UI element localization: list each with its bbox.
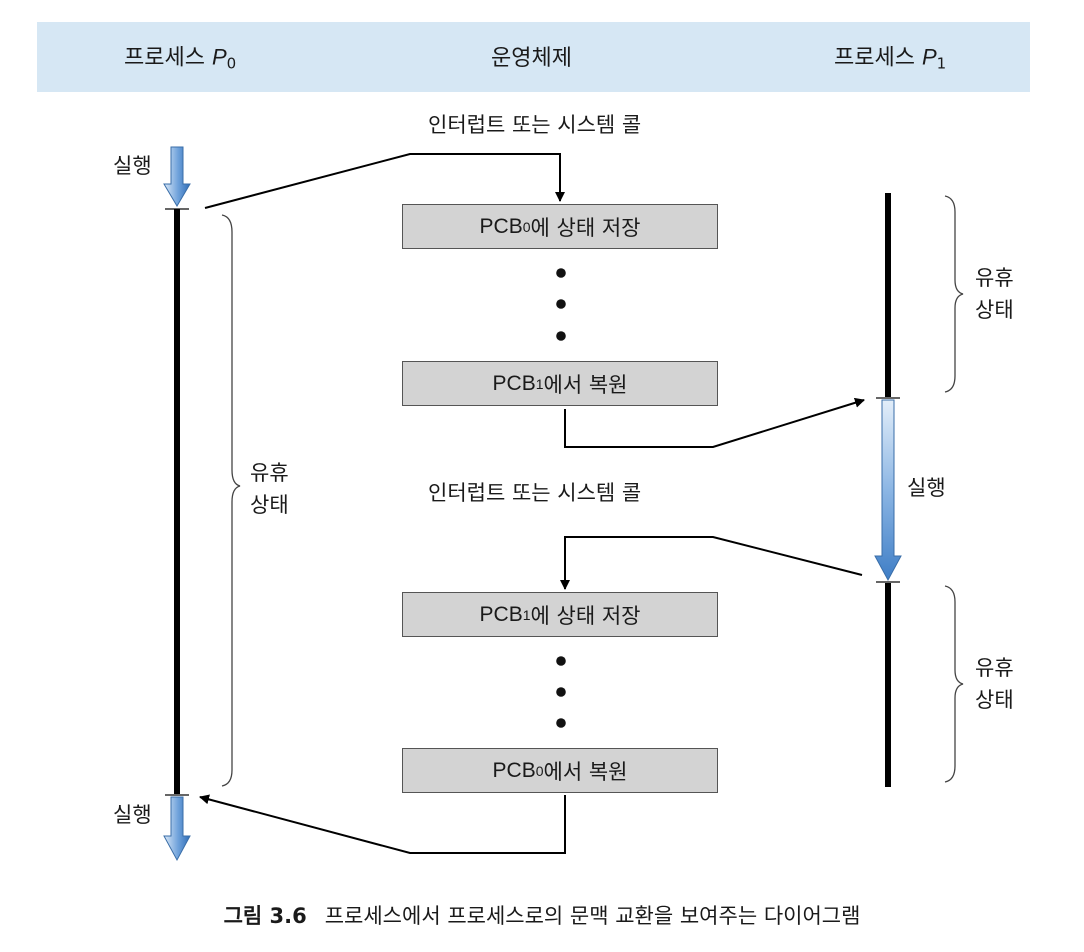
header-process-p0: 프로세스 P0: [124, 44, 237, 73]
figure-caption-text: 프로세스에서 프로세스로의 문맥 교환을 보여주는 다이어그램: [324, 904, 861, 928]
figure-caption: 그림 3.6 프로세스에서 프로세스로의 문맥 교환을 보여주는 다이어그램: [0, 900, 1084, 930]
label-p1-exec: 실행: [907, 476, 946, 500]
header-operating-system: 운영체제: [491, 46, 572, 71]
interrupt-flow-arrow-mid: [560, 536, 863, 590]
p0-exec-arrow-top: [163, 146, 191, 207]
interrupt-flow-arrow-top: [204, 153, 565, 209]
ellipsis-dot: [556, 718, 566, 728]
dispatch-p0-flow-arrow: [199, 794, 566, 854]
p1-exec-arrow: [874, 399, 902, 582]
p0-exec-arrow-bottom: [163, 796, 191, 862]
dispatch-p1-flow-arrow: [564, 397, 865, 448]
label-p0-exec-bottom: 실행: [113, 803, 152, 827]
header-process-p1: 프로세스 P1: [834, 44, 947, 73]
label-interrupt-or-syscall-top: 인터럽트 또는 시스템 콜: [428, 113, 642, 137]
p0-idle-brace: [221, 214, 241, 787]
ellipsis-dot: [556, 656, 566, 666]
ellipsis-dot: [556, 331, 566, 341]
ellipsis-dot: [556, 299, 566, 309]
label-p0-exec-top: 실행: [113, 154, 152, 178]
p1-idle-brace-bottom: [944, 585, 964, 783]
ellipsis-dot: [556, 687, 566, 697]
figure-number: 그림 3.6: [223, 904, 307, 928]
label-interrupt-or-syscall-mid: 인터럽트 또는 시스템 콜: [428, 481, 642, 505]
p1-idle-brace-top: [944, 195, 964, 393]
ellipsis-dot: [556, 268, 566, 278]
header-band: [37, 22, 1030, 92]
